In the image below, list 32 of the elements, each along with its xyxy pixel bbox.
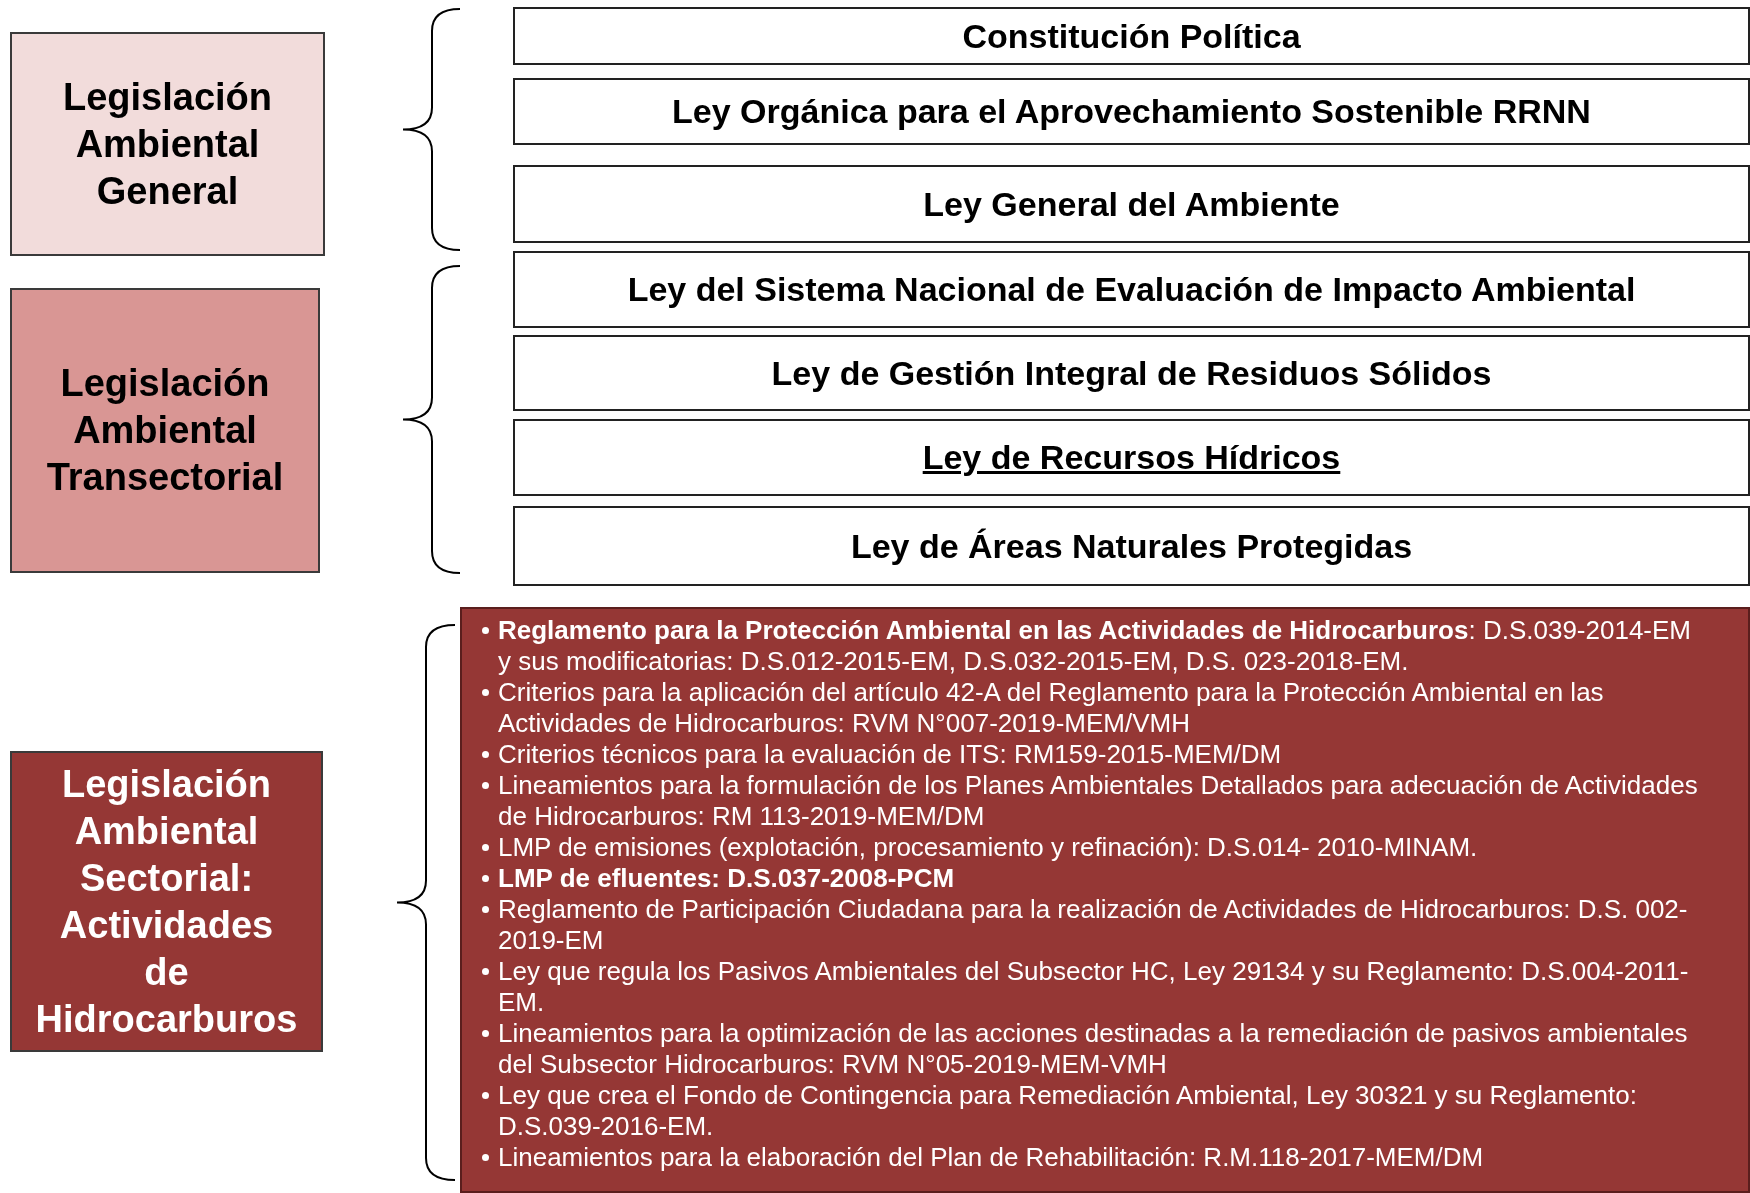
law-box [513,165,1750,243]
category-box [10,32,325,256]
list-item: Lineamientos para la elaboración del Plan de Rehabilitación: R.M.118-2017-MEM/DM [480,1142,1698,1173]
law-title: Ley General del Ambiente [923,184,1340,224]
category-title: Legislación Ambiental Transectorial [45,361,285,500]
law-box [513,7,1750,65]
list-item: LMP de emisiones (explotación, procesamiento y refinación): D.S.014- 2010-MINAM. [480,832,1698,863]
list-item: Criterios técnicos para la evaluación de ITS: RM159-2015-MEM/DM [480,739,1698,770]
category-box [10,288,320,573]
list-item: Criterios para la aplicación del artículo 42-A del Reglamento para la Protección Ambiental en las Actividades de Hidrocarburos: RVM N°007-2019-MEM/VMH [480,677,1698,739]
law-title: Constitución Política [962,16,1301,56]
list-item: Reglamento de Participación Ciudadana para la realización de Actividades de Hidrocarburos: D.S. 002-2019-EM [480,894,1698,956]
law-title: Ley del Sistema Nacional de Evaluación de Impacto Ambiental [627,270,1636,309]
law-title: Ley de Áreas Naturales Protegidas [850,526,1413,566]
list-item: Lineamientos para la optimización de las acciones destinadas a la remediación de pasivos ambientales del Subsector Hidrocarburos: RVM N°05-2019-MEM-VMH [480,1018,1698,1080]
category-title: Legislación Ambiental General [61,74,274,214]
law-box [513,506,1750,586]
category-box [10,751,323,1052]
list-item: Reglamento para la Protección Ambiental en las Actividades de Hidrocarburos: D.S.039-2014-EM y sus modificatorias: D.S.012-2015-EM, D.S.032-2015-EM, D.S. 023-2018-EM. [480,615,1698,677]
law-title: Ley Orgánica para el Aprovechamiento Sostenible RRNN [672,92,1591,131]
law-box [513,419,1750,496]
list-item: Ley que regula los Pasivos Ambientales del Subsector HC, Ley 29134 y su Reglamento: D.S.004-2011-EM. [480,956,1698,1018]
law-title: Ley de Gestión Integral de Residuos Sólidos [771,353,1492,393]
law-title: Ley de Recursos Hídricos [922,438,1341,477]
list-item: LMP de efluentes: D.S.037-2008-PCM [480,863,1698,894]
law-box [513,251,1750,328]
law-box [513,335,1750,411]
list-item: Lineamientos para la formulación de los Planes Ambientales Detallados para adecuación de Actividades de Hidrocarburos: RM 113-2019-MEM/DM [480,770,1698,832]
category-title: Legislación Ambiental Sectorial: Actividades de Hidrocarburos [34,761,299,1042]
law-box [513,78,1750,145]
list-item: Ley que crea el Fondo de Contingencia para Remediación Ambiental, Ley 30321 y su Reglamento: D.S.039-2016-EM. [480,1080,1698,1142]
regulation-list-panel [460,607,1750,1193]
